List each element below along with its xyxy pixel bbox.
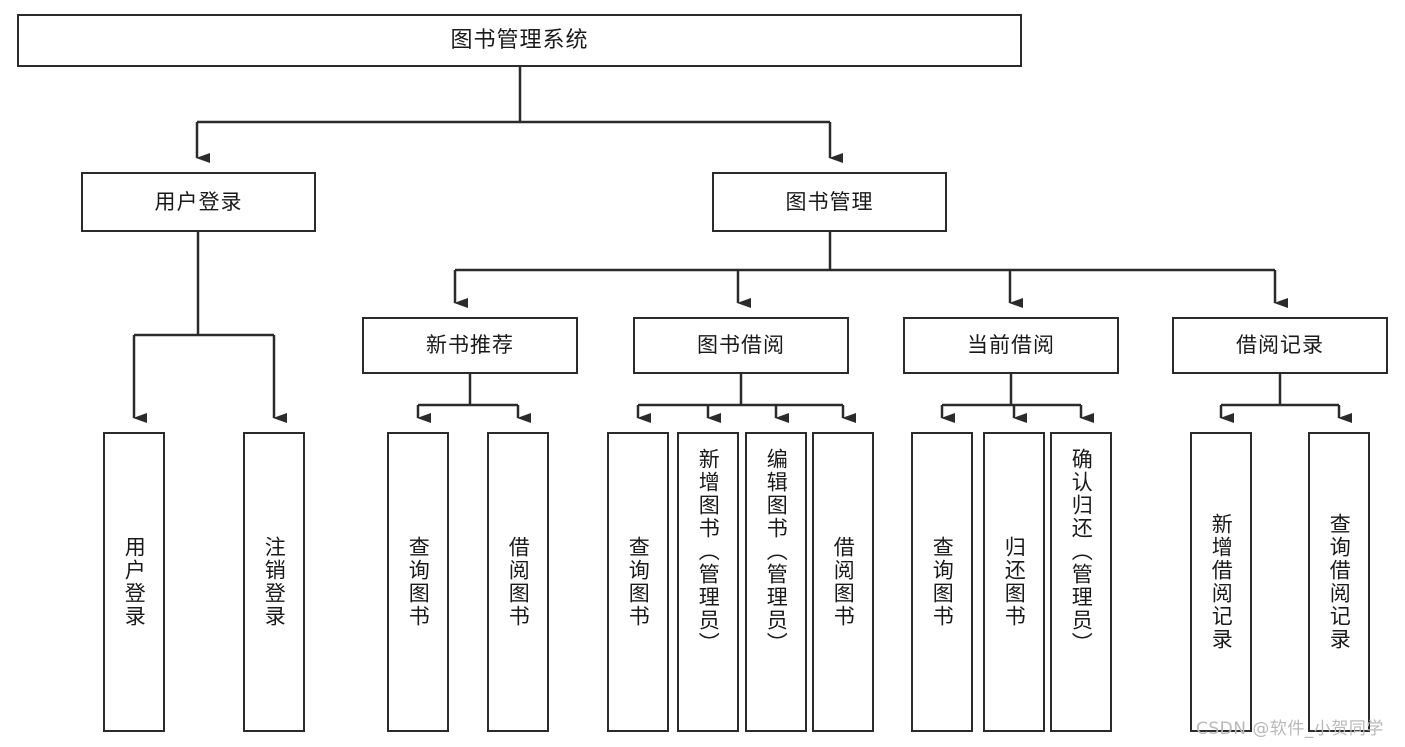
node-new-book-recommend[interactable]: 新书推荐 <box>362 317 578 374</box>
leaf-record-query-record[interactable]: 查询借阅记录 <box>1308 432 1370 732</box>
node-label: 查询图书 <box>626 536 651 628</box>
node-borrow-record[interactable]: 借阅记录 <box>1172 317 1388 374</box>
node-label: 编辑图书（管理员） <box>764 448 789 655</box>
leaf-current-confirm-return[interactable]: 确认归还（管理员） <box>1050 432 1112 732</box>
node-label: 确认归还（管理员） <box>1069 448 1094 655</box>
csdn-watermark: CSDN @软件_小贺同学 <box>1196 719 1384 739</box>
node-label: 借阅图书 <box>506 536 531 628</box>
node-label: 图书借阅 <box>697 333 785 358</box>
node-label: 图书管理 <box>785 189 874 214</box>
node-label: 归还图书 <box>1002 536 1027 628</box>
node-label: 图书管理系统 <box>450 27 589 53</box>
leaf-borrow-borrow-book[interactable]: 借阅图书 <box>812 432 874 732</box>
node-label: 查询图书 <box>406 536 431 628</box>
node-label: 用户登录 <box>154 189 243 214</box>
leaf-recommend-query-book[interactable]: 查询图书 <box>387 432 449 732</box>
node-label: 查询图书 <box>930 536 955 628</box>
leaf-borrow-query-book[interactable]: 查询图书 <box>607 432 669 732</box>
node-label: 查询借阅记录 <box>1327 513 1352 651</box>
node-label: 当前借阅 <box>967 333 1055 358</box>
node-label: 新增图书（管理员） <box>696 448 721 655</box>
leaf-current-query-book[interactable]: 查询图书 <box>911 432 973 732</box>
node-label: 新书推荐 <box>426 333 514 358</box>
leaf-recommend-borrow-book[interactable]: 借阅图书 <box>487 432 549 732</box>
node-current-borrow[interactable]: 当前借阅 <box>903 317 1119 374</box>
leaf-borrow-edit-book[interactable]: 编辑图书（管理员） <box>745 432 807 732</box>
leaf-user-login[interactable]: 用户登录 <box>103 432 165 732</box>
node-book-management[interactable]: 图书管理 <box>712 172 947 232</box>
node-label: 注销登录 <box>262 536 287 628</box>
node-user-login[interactable]: 用户登录 <box>81 172 316 232</box>
leaf-user-logout[interactable]: 注销登录 <box>243 432 305 732</box>
node-label: 新增借阅记录 <box>1209 513 1234 651</box>
node-label: 借阅图书 <box>831 536 856 628</box>
node-label: 用户登录 <box>122 536 147 628</box>
node-book-borrow[interactable]: 图书借阅 <box>633 317 849 374</box>
node-label: 借阅记录 <box>1236 333 1324 358</box>
leaf-current-return-book[interactable]: 归还图书 <box>983 432 1045 732</box>
leaf-record-add-record[interactable]: 新增借阅记录 <box>1190 432 1252 732</box>
node-root[interactable]: 图书管理系统 <box>17 14 1022 67</box>
leaf-borrow-add-book[interactable]: 新增图书（管理员） <box>677 432 739 732</box>
